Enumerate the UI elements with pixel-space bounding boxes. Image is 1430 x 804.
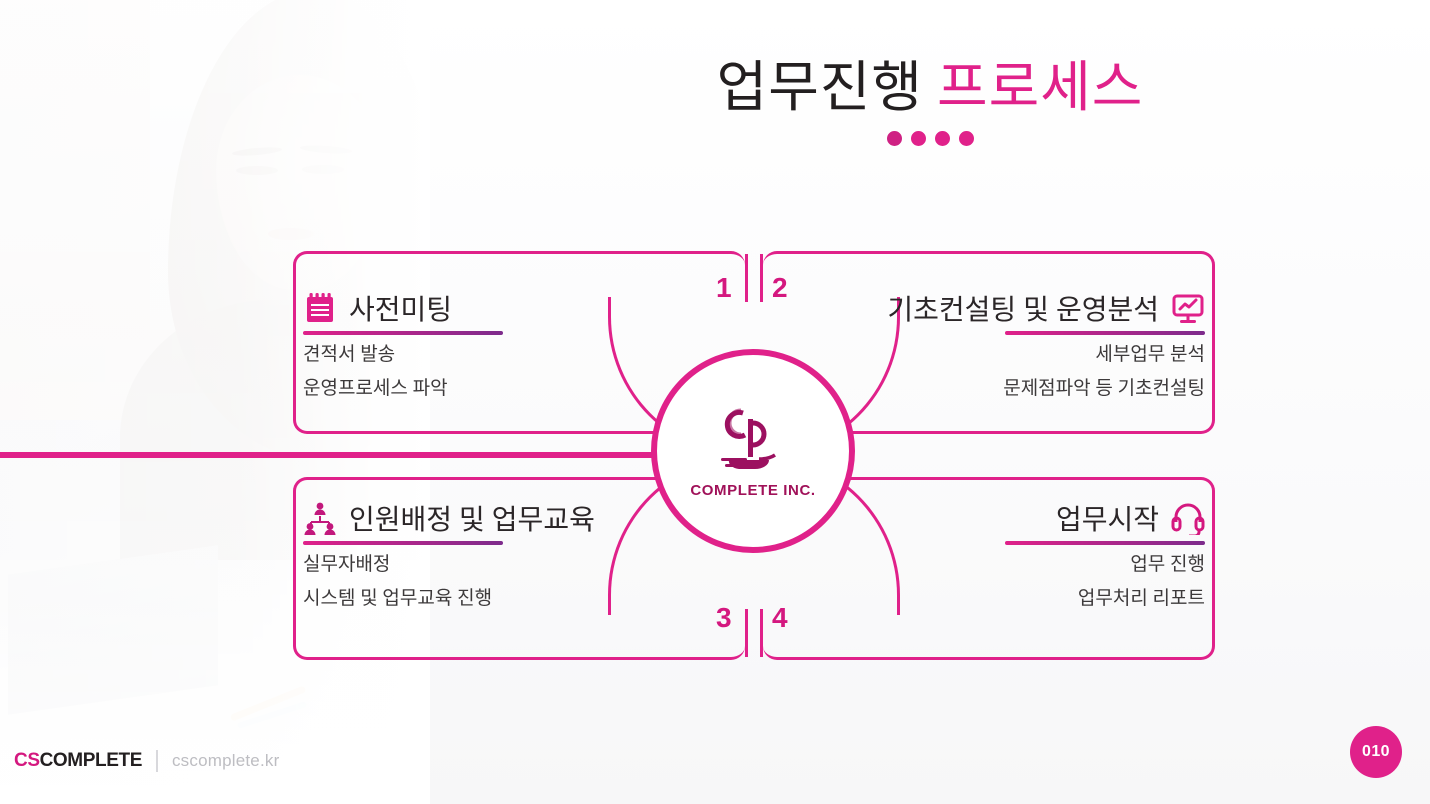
footer-brand-prefix: CS bbox=[14, 750, 40, 771]
background-photo bbox=[0, 0, 430, 804]
step-line-3-b: 시스템 및 업무교육 진행 bbox=[303, 587, 493, 609]
step-number-4: 4 bbox=[772, 602, 788, 633]
step-line-2-a: 세부업무 분석 bbox=[1095, 344, 1205, 365]
footer-brand-logo: CSCOMPLETE bbox=[14, 750, 142, 772]
step-line-1-b: 운영프로세스 파악 bbox=[303, 377, 448, 399]
title-dot bbox=[958, 131, 974, 147]
title-dot bbox=[910, 131, 926, 147]
title-dots bbox=[430, 131, 1430, 147]
step-title-3: 인원배정 및 업무교육 bbox=[349, 505, 595, 536]
step-number-2: 2 bbox=[772, 272, 788, 303]
step-line-4-b: 업무처리 리포트 bbox=[1077, 587, 1205, 609]
step-line-4-a: 업무 진행 bbox=[1130, 554, 1205, 575]
step-number-3: 3 bbox=[716, 602, 732, 633]
step-content-3: 인원배정 및 업무교육 실무자배정 시스템 및 업무교육 진행 bbox=[303, 498, 595, 612]
presentation-chart-icon bbox=[1172, 294, 1204, 323]
people-group-icon bbox=[304, 502, 336, 535]
step-content-4: 업무시작 업무 진행 업무처리 리포트 bbox=[0, 498, 1205, 612]
title-dot bbox=[886, 131, 902, 147]
step-header-4: 업무시작 bbox=[0, 498, 1205, 538]
step-card-2[interactable] bbox=[760, 251, 1215, 434]
step-title-4: 업무시작 bbox=[1055, 505, 1159, 536]
step-card-1[interactable] bbox=[293, 251, 748, 434]
horizontal-connector-line bbox=[0, 452, 655, 458]
footer-site-url: cscomplete.kr bbox=[171, 751, 280, 770]
step-divider-2 bbox=[1005, 331, 1205, 335]
page-number-badge: 010 bbox=[1350, 726, 1402, 778]
step-title-1: 사전미팅 bbox=[349, 295, 453, 326]
step-line-2-b: 문제점파악 등 기초컨설팅 bbox=[1003, 377, 1205, 399]
step-card-3[interactable] bbox=[293, 477, 748, 660]
content-background bbox=[430, 0, 1430, 804]
title-dot bbox=[934, 131, 950, 147]
step-header-1: 사전미팅 bbox=[303, 288, 503, 328]
footer-brand-suffix: COMPLETE bbox=[39, 750, 143, 771]
center-logo-badge: COMPLETE INC. bbox=[651, 349, 855, 553]
headset-icon bbox=[1171, 503, 1205, 535]
step-divider-4 bbox=[1005, 541, 1205, 545]
photo-fade-overlay-2 bbox=[0, 0, 430, 804]
page-title-pink: 프로세스 bbox=[937, 57, 1144, 118]
step-line-3-a: 실무자배정 bbox=[303, 554, 391, 575]
step-content-2: 기초컨설팅 및 운영분석 세부업무 분석 문제점파악 등 기초컨설팅 bbox=[0, 288, 1205, 402]
step-card-4[interactable] bbox=[760, 477, 1215, 660]
step-header-2: 기초컨설팅 및 운영분석 bbox=[0, 288, 1205, 328]
footer-divider bbox=[155, 750, 158, 772]
step-number-1: 1 bbox=[716, 272, 732, 303]
step-divider-1 bbox=[303, 331, 503, 335]
footer: CSCOMPLETE cscomplete.kr bbox=[14, 750, 279, 772]
center-logo-wordmark: COMPLETE INC. bbox=[690, 482, 816, 499]
notepad-icon bbox=[307, 293, 333, 322]
step-title-2: 기초컨설팅 및 운영분석 bbox=[887, 295, 1159, 326]
step-line-1-a: 견적서 발송 bbox=[303, 344, 396, 365]
step-content-1: 사전미팅 견적서 발송 운영프로세스 파악 bbox=[303, 288, 503, 402]
page-title-dark: 업무진행 bbox=[716, 57, 923, 118]
cp-monogram-icon bbox=[721, 408, 776, 469]
step-divider-3 bbox=[303, 541, 503, 545]
step-header-3: 인원배정 및 업무교육 bbox=[303, 498, 595, 538]
